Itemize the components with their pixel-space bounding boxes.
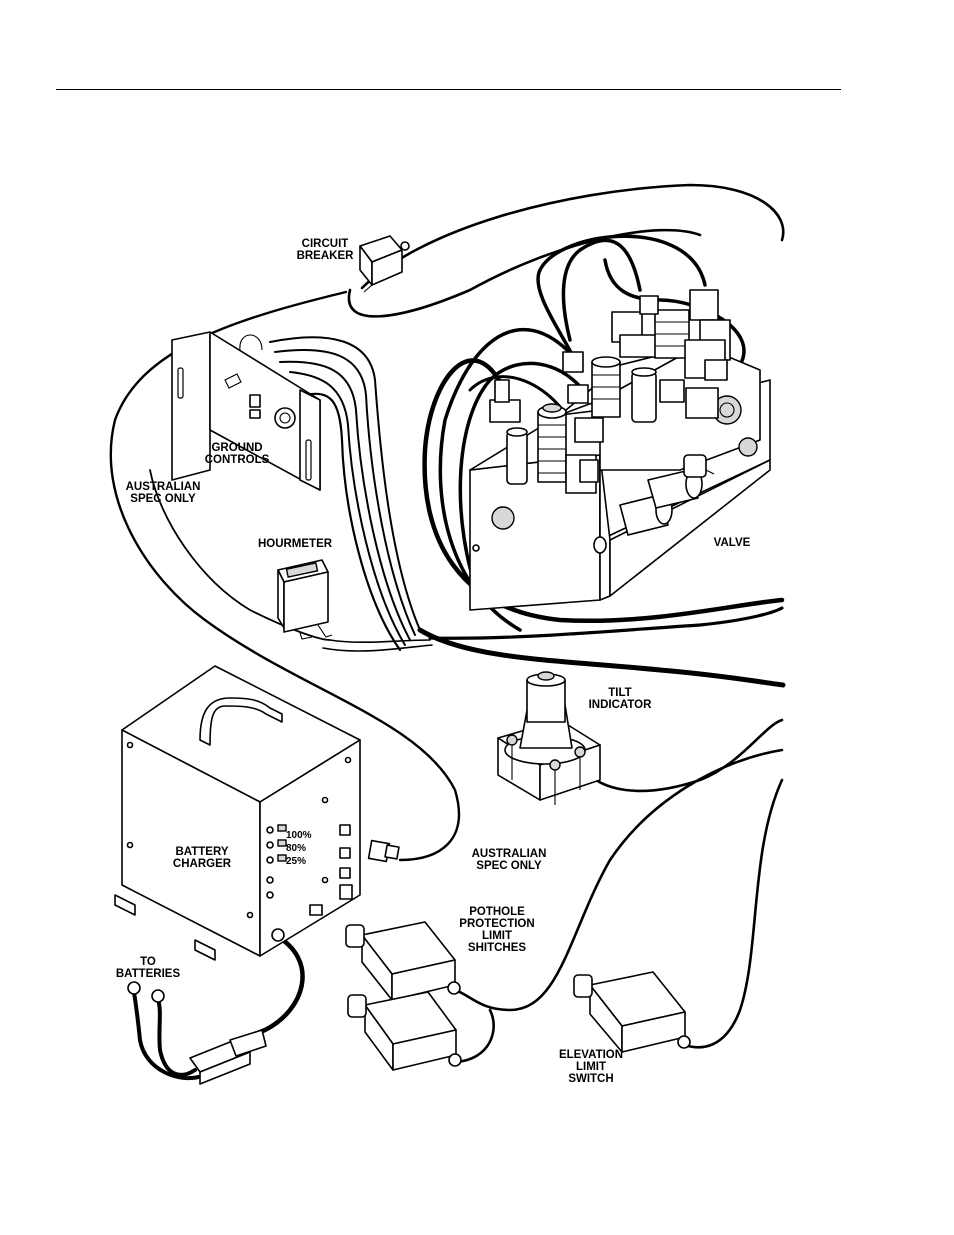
label-line: TILT [608, 687, 631, 699]
label-line: CHARGER [173, 858, 232, 870]
label-line: SWITCH [568, 1073, 613, 1085]
label-line: LIMIT [576, 1061, 606, 1073]
label-line: LIMIT [482, 930, 512, 942]
label-line: CIRCUIT [302, 238, 349, 250]
label-circuit-breaker: CIRCUIT BREAKER [297, 238, 355, 262]
label-line: BATTERY [175, 846, 228, 858]
valve-manifold-icon [470, 290, 770, 610]
label-line: AUSTRALIAN [472, 848, 547, 860]
label-valve: VALVE [714, 537, 751, 549]
label-line: BREAKER [297, 250, 355, 262]
label-line: SPEC ONLY [130, 493, 196, 505]
label-elevation-switch: ELEVATION LIMIT SWITCH [559, 1049, 623, 1085]
limit-switch-icon [346, 922, 460, 1000]
label-line: ELEVATION [559, 1049, 623, 1061]
australian-connector-icon [369, 841, 399, 862]
limit-switch-icon [348, 992, 461, 1070]
label-hourmeter: HOURMETER [258, 538, 333, 550]
label-line: GROUND [211, 442, 262, 454]
charger-level-label: 100% [286, 830, 312, 841]
label-line: AUSTRALIAN [126, 481, 201, 493]
limit-switch-icon [574, 972, 690, 1052]
hourmeter-icon [278, 560, 332, 639]
label-line: TO [140, 956, 156, 968]
battery-connector-icon [128, 982, 266, 1084]
charger-level-label: 80% [286, 843, 306, 854]
label-pothole-switches: POTHOLE PROTECTION LIMIT SHITCHES [459, 906, 534, 954]
label-line: BATTERIES [116, 968, 181, 980]
ground-controls-box-icon [172, 332, 320, 490]
label-ground-controls: GROUND CONTROLS [205, 442, 270, 466]
label-line: INDICATOR [589, 699, 653, 711]
tilt-indicator-icon [498, 672, 600, 805]
label-tilt-indicator: TILT INDICATOR [589, 687, 653, 711]
label-line: HOURMETER [258, 538, 333, 550]
label-line: SHITCHES [468, 942, 526, 954]
label-line: POTHOLE [469, 906, 525, 918]
label-australian-spec-right: AUSTRALIAN SPEC ONLY [472, 848, 547, 872]
label-line: PROTECTION [459, 918, 534, 930]
label-australian-spec-left: AUSTRALIAN SPEC ONLY [126, 481, 201, 505]
label-battery-charger: BATTERY CHARGER [173, 846, 232, 870]
charger-level-label: 25% [286, 856, 306, 867]
label-to-batteries: TO BATTERIES [116, 956, 181, 980]
label-line: VALVE [714, 537, 751, 549]
label-line: CONTROLS [205, 454, 270, 466]
label-line: SPEC ONLY [476, 860, 542, 872]
battery-charger-icon [115, 666, 360, 960]
